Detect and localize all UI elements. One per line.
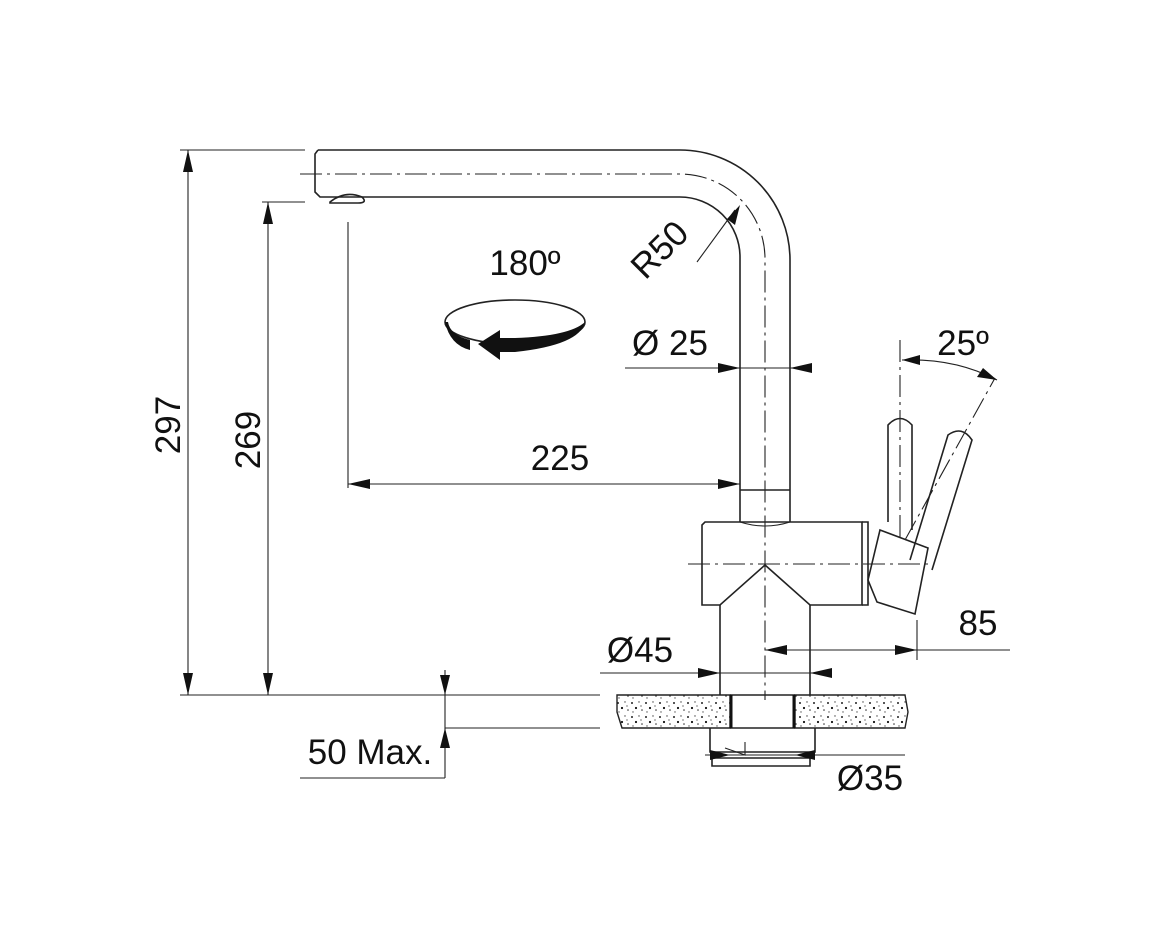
dim-lever-offset: 85: [959, 604, 998, 643]
dim-spout-height: 269: [229, 411, 268, 469]
dim-hole-diameter: Ø35: [837, 759, 903, 798]
dim-swivel: 180º: [489, 244, 560, 283]
aerator-icon: [329, 193, 366, 204]
spout: [300, 149, 791, 700]
dim-reach: 225: [531, 439, 589, 478]
dim-bend-radius: R50: [623, 213, 696, 286]
dim-base-diameter: Ø45: [607, 631, 673, 670]
dim-total-height: 297: [149, 396, 188, 454]
swivel-rotation-icon: [444, 299, 586, 360]
dimension-lines: [180, 149, 1010, 779]
dim-spout-diameter: Ø 25: [632, 324, 708, 363]
faucet-body: [688, 521, 932, 695]
countertop: [616, 694, 909, 767]
lever-handle: [867, 340, 996, 616]
dim-lever-angle: 25º: [937, 324, 989, 363]
dim-countertop-thickness: 50 Max.: [308, 733, 433, 772]
